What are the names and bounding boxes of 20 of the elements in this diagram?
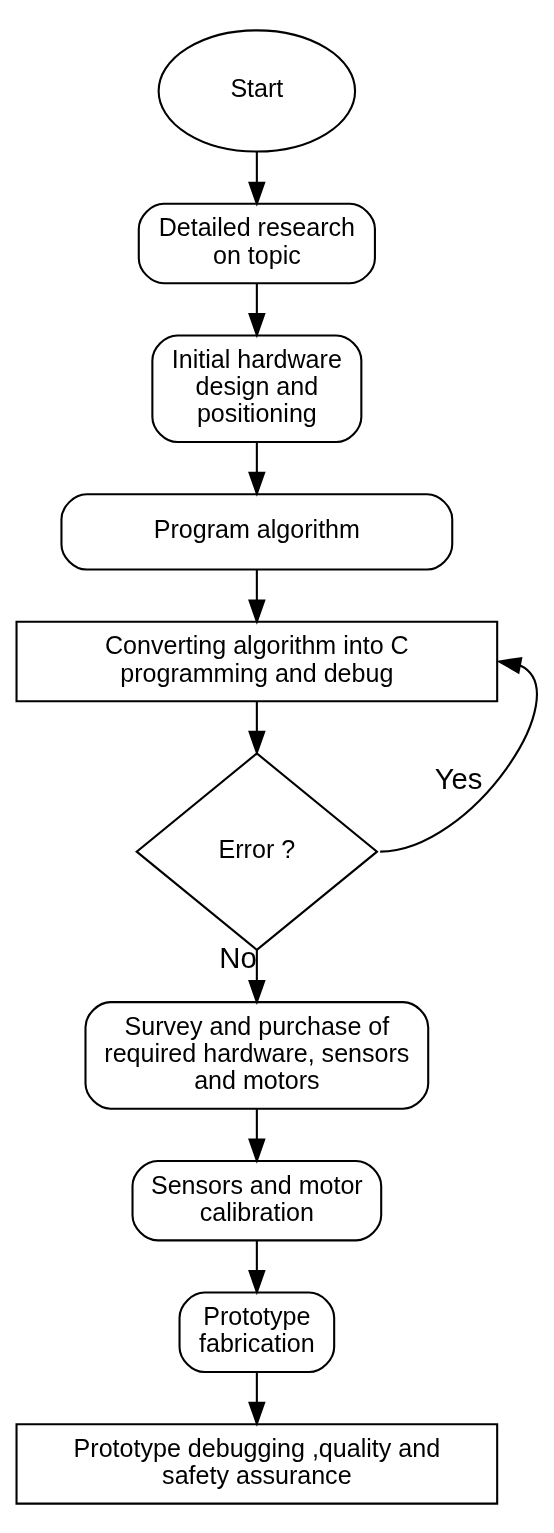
node-box: Detailed research on topic: [137, 202, 376, 284]
arrow: [248, 700, 266, 756]
node-box: Program algorithm: [60, 492, 454, 571]
arrow: [248, 569, 266, 625]
node-box: Prototype debugging ,quality and safety assurance: [15, 1422, 499, 1505]
arrow: [248, 442, 266, 497]
node-box: Initial hardware design and positioning: [151, 333, 363, 443]
arrow: [248, 1372, 266, 1427]
arrow: [248, 1108, 266, 1164]
node-box: Survey and purchase of required hardware, sensors and motors: [84, 1000, 430, 1110]
node-box: Converting algorithm into C programming and debug: [15, 620, 499, 702]
arrow: [248, 282, 266, 338]
node-box: Sensors and motor calibration: [131, 1159, 383, 1241]
edge-label: Yes: [434, 762, 483, 795]
node-ellipse: Start: [157, 28, 357, 153]
node-box: Prototype fabrication: [178, 1291, 336, 1373]
arrow: [248, 949, 266, 1005]
arrow: [248, 151, 266, 207]
arrow: [248, 1240, 266, 1295]
arrow: [380, 656, 538, 853]
